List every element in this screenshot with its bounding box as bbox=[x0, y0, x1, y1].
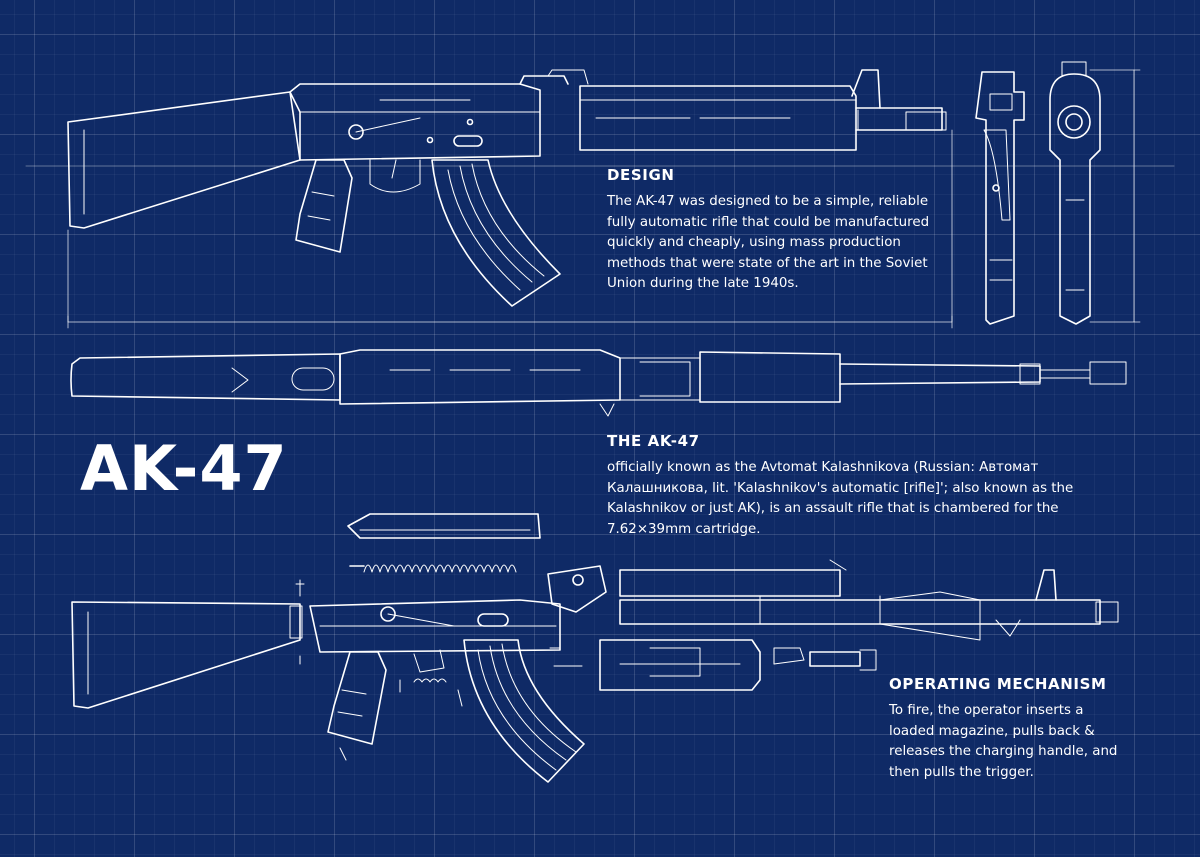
ak47-heading: THE AK-47 bbox=[607, 432, 700, 450]
ak47-section: THE AK-47 officially known as the Avtoma… bbox=[607, 432, 1127, 540]
rifle-front-view bbox=[1049, 61, 1101, 325]
operating-body: To fire, the operator inserts a loaded m… bbox=[889, 703, 1118, 780]
design-heading: DESIGN bbox=[607, 166, 675, 184]
dimension-lines bbox=[25, 69, 1175, 329]
rifle-rear-view bbox=[975, 71, 1025, 325]
design-section: DESIGN The AK-47 was designed to be a si… bbox=[607, 166, 937, 295]
rifle-top-view bbox=[70, 349, 1127, 417]
rifle-exploded-view bbox=[71, 513, 1119, 783]
poster-title: AK-47 bbox=[80, 432, 288, 505]
rifle-side-view bbox=[67, 69, 947, 307]
operating-heading: OPERATING MECHANISM bbox=[889, 675, 1107, 693]
design-body: The AK-47 was designed to be a simple, r… bbox=[607, 194, 930, 292]
ak47-body: officially known as the Avtomat Kalashni… bbox=[607, 460, 1074, 537]
operating-section: OPERATING MECHANISM To fire, the operato… bbox=[889, 675, 1129, 783]
